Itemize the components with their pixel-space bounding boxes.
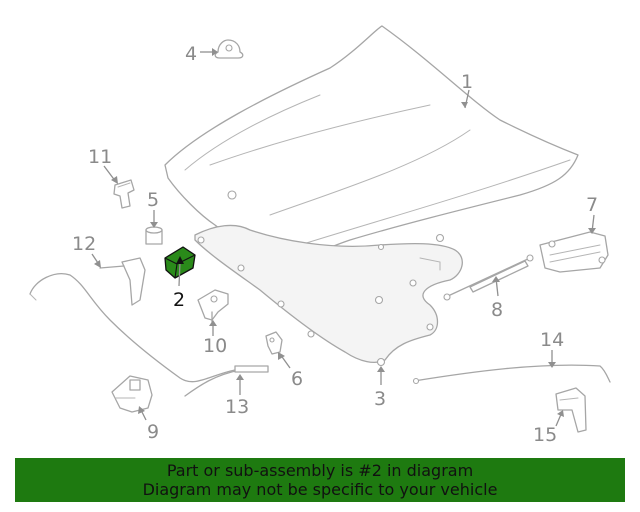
callout-12[interactable]: 12 <box>72 233 96 255</box>
callout-5[interactable]: 5 <box>147 189 159 211</box>
hood-insulator-pad[interactable] <box>194 224 463 367</box>
callout-10[interactable]: 10 <box>203 335 227 357</box>
callout-4[interactable]: 4 <box>185 43 197 65</box>
release-cable-13[interactable] <box>29 273 269 397</box>
banner-line-2: Diagram may not be specific to your vehi… <box>142 480 498 499</box>
hood-hinge-7[interactable] <box>539 231 609 273</box>
hood-latch-9[interactable] <box>111 375 153 413</box>
callout-13[interactable]: 13 <box>225 396 249 418</box>
callout-labels: 1 2 3 4 5 6 7 8 9 10 11 12 13 14 15 <box>72 43 598 446</box>
rubber-bumper-5[interactable] <box>145 226 163 245</box>
callout-11[interactable]: 11 <box>88 146 112 168</box>
hood-striker-10[interactable] <box>197 289 229 323</box>
gas-strut-8[interactable] <box>443 254 534 301</box>
clip-6[interactable] <box>265 331 283 355</box>
callout-6[interactable]: 6 <box>291 368 303 390</box>
banner-line-1: Part or sub-assembly is #2 in diagram <box>166 461 474 480</box>
latch-bracket-15[interactable] <box>555 387 587 433</box>
callout-3[interactable]: 3 <box>374 388 386 410</box>
callout-14[interactable]: 14 <box>540 329 564 351</box>
callout-2-highlighted[interactable]: 2 <box>173 289 185 311</box>
hood-bumper-4[interactable] <box>214 39 244 59</box>
callout-15[interactable]: 15 <box>533 424 557 446</box>
info-banner: Part or sub-assembly is #2 in diagram Di… <box>15 458 625 502</box>
cable-14[interactable] <box>412 364 611 385</box>
release-cable-bracket-12[interactable] <box>99 257 146 306</box>
leader-lines <box>91 48 596 427</box>
callout-1[interactable]: 1 <box>461 71 473 93</box>
grommet-11[interactable] <box>113 179 135 209</box>
callout-7[interactable]: 7 <box>586 194 598 216</box>
callout-9[interactable]: 9 <box>147 421 159 443</box>
callout-8[interactable]: 8 <box>491 299 503 321</box>
